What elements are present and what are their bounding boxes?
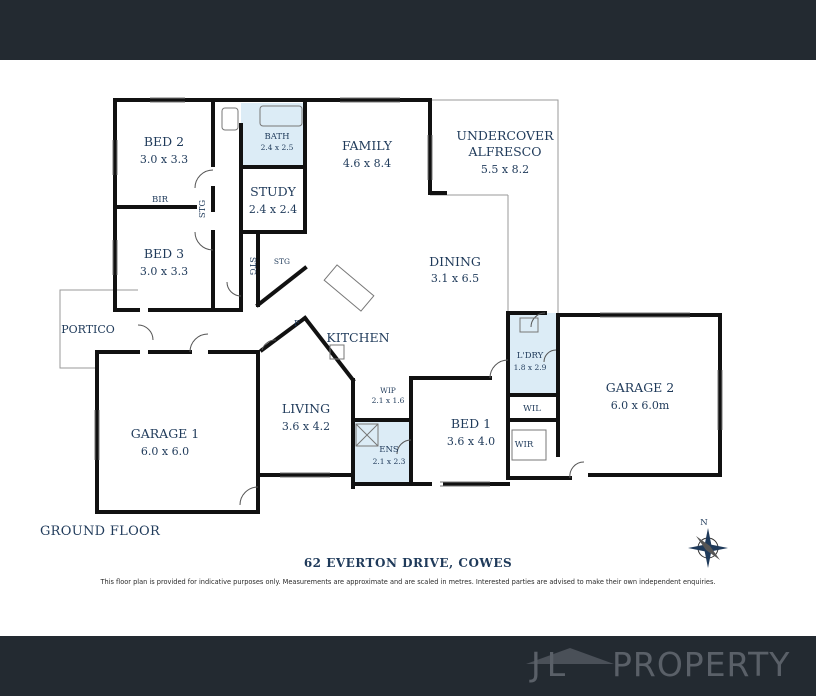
wip-name: WIP: [380, 386, 396, 395]
brand-monogram: JL: [531, 645, 572, 684]
stg3-label: STG: [274, 257, 290, 266]
bir-label: BIR: [152, 195, 169, 205]
dining-size: 3.1 x 6.5: [431, 272, 479, 285]
floor-label: GROUND FLOOR: [40, 524, 161, 539]
bed2-name: BED 2: [144, 134, 184, 149]
compass-north-label: N: [700, 518, 708, 528]
living-size: 3.6 x 4.2: [282, 420, 330, 433]
wir-label: WIR: [515, 440, 534, 450]
wil-label: WIL: [523, 404, 541, 414]
fixtures: [221, 105, 547, 461]
walls: [95, 98, 722, 514]
bottom-band: [0, 636, 816, 696]
bath-name: BATH: [264, 132, 289, 142]
bed3-size: 3.0 x 3.3: [140, 265, 188, 278]
fridge-label: F: [294, 319, 300, 329]
bed3-name: BED 3: [144, 246, 184, 261]
disclaimer: This floor plan is provided for indicati…: [100, 578, 716, 586]
alfresco-name2: ALFRESCO: [468, 144, 542, 159]
bed1-size: 3.6 x 4.0: [447, 435, 495, 448]
study-size: 2.4 x 2.4: [249, 203, 297, 216]
living-name: LIVING: [282, 401, 330, 416]
room-labels: BED 2 3.0 x 3.3 BIR STG BED 3 3.0 x 3.3 …: [61, 128, 708, 528]
dining-name: DINING: [429, 254, 481, 269]
bath-size: 2.4 x 2.5: [261, 143, 294, 152]
ldry-name: L'DRY: [517, 351, 544, 361]
address: 62 EVERTON DRIVE, COWES: [303, 556, 513, 570]
wet-areas: [241, 103, 556, 484]
outdoor-outlines: [59, 99, 559, 369]
stg1-label: STG: [198, 200, 208, 218]
study-name: STUDY: [250, 184, 296, 199]
family-size: 4.6 x 8.4: [343, 157, 391, 170]
ldry-size: 1.8 x 2.9: [514, 363, 547, 372]
doors: [137, 169, 585, 506]
wip-size: 2.1 x 1.6: [372, 396, 405, 405]
family-name: FAMILY: [342, 138, 393, 153]
portico-name: PORTICO: [61, 323, 115, 336]
windows: [94, 97, 723, 487]
bed2-size: 3.0 x 3.3: [140, 153, 188, 166]
alfresco-size: 5.5 x 8.2: [481, 163, 529, 176]
garage2-name: GARAGE 2: [606, 380, 675, 395]
bed1-name: BED 1: [451, 416, 491, 431]
stg2-label: STG: [247, 257, 257, 275]
garage2-size: 6.0 x 6.0m: [611, 399, 670, 412]
ens-name: ENS: [379, 445, 399, 455]
garage1-size: 6.0 x 6.0: [141, 445, 189, 458]
kitchen-name: KITCHEN: [326, 330, 389, 345]
garage1-name: GARAGE 1: [131, 426, 200, 441]
top-band: [0, 0, 816, 60]
alfresco-name1: UNDERCOVER: [456, 128, 554, 143]
house-logo-icon: [526, 648, 614, 664]
brand-wordmark: PROPERTY: [612, 645, 791, 684]
ens-size: 2.1 x 2.3: [373, 457, 406, 466]
compass-icon: [688, 528, 728, 568]
